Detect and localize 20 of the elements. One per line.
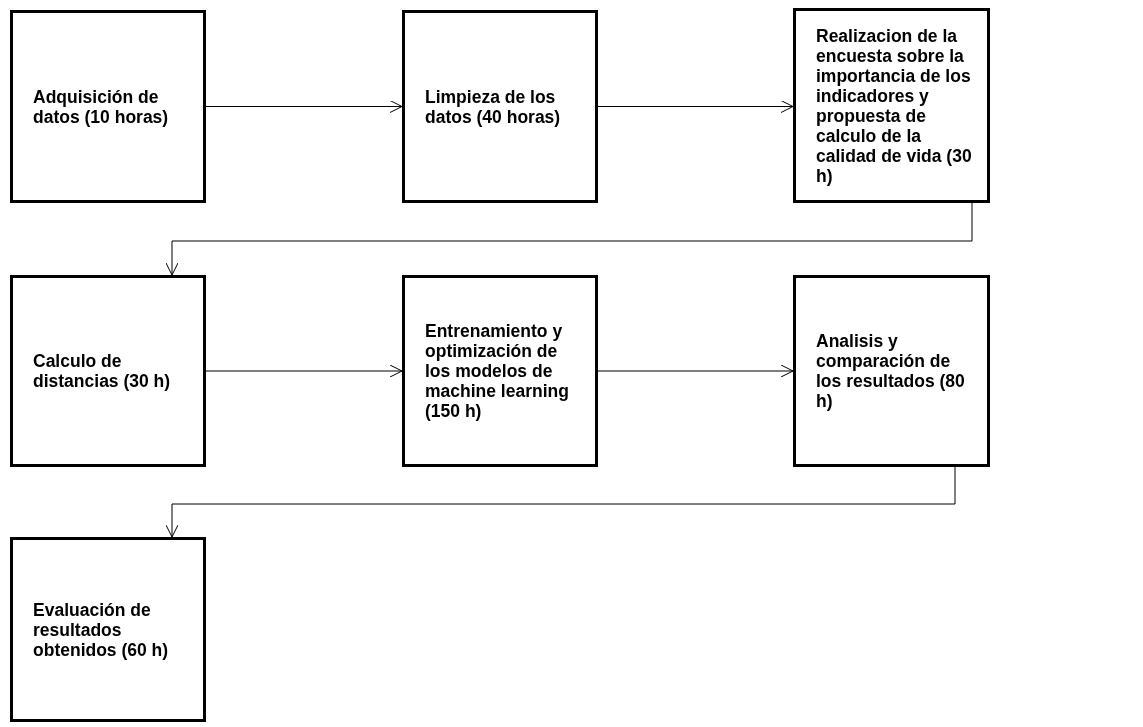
process-box — [10, 537, 206, 722]
process-box — [10, 275, 206, 467]
process-box — [402, 275, 598, 467]
arrow — [205, 100, 403, 113]
process-box — [793, 275, 990, 467]
step-label: Entrenamiento y optimización de los modelos de machine learning (150 h) — [425, 321, 570, 421]
arrow — [165, 466, 956, 538]
step-label: Analisis y comparación de los resultados (80 h) — [816, 331, 966, 411]
process-box — [10, 10, 206, 203]
step-label: Limpieza de los datos (40 horas) — [425, 86, 562, 127]
process-box — [402, 10, 598, 203]
arrow — [597, 364, 794, 378]
step-label: Adquisición de datos (10 horas) — [33, 86, 170, 127]
arrow — [597, 100, 794, 113]
arrow — [165, 202, 973, 276]
step-label: Realizacion de la encuesta sobre la importancia de los indicadores y propuesta de calculo de la calidad de vida (30 h) — [816, 25, 973, 186]
process-box — [793, 8, 990, 203]
step-label: Calculo de distancias (30 h) — [33, 351, 172, 391]
arrow — [205, 364, 403, 378]
step-label: Evaluación de resultados obtenidos (60 h) — [33, 599, 170, 660]
